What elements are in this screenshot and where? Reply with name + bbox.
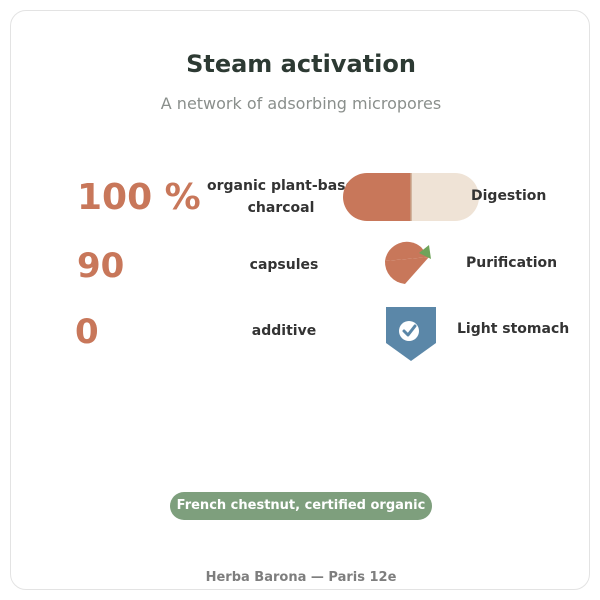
leaf-drop-icon: [384, 241, 431, 284]
stat-value-capsules: 90: [77, 246, 125, 286]
capsule-icon: [343, 173, 479, 221]
stat-label-additive: additive: [251, 323, 317, 339]
card-subtitle: A network of adsorbing micropores: [160, 94, 442, 113]
feature-light-stomach: Light stomach: [457, 321, 570, 337]
stat-value-charcoal: 100 %: [77, 177, 201, 218]
stat-label-charcoal: organic plant-base charcoal: [207, 178, 355, 216]
origin-badge: French chestnut, certified organic: [170, 492, 432, 520]
footer-brand: Herba Barona — Paris 12e: [205, 570, 397, 585]
feature-digestion: Digestion: [471, 188, 547, 204]
product-card: Steam activation A network of adsorbing …: [10, 10, 590, 590]
stat-label-capsules: capsules: [249, 257, 319, 273]
card-title: Steam activation: [186, 50, 416, 78]
feature-purification: Purification: [466, 255, 558, 271]
shield-check-icon: [386, 307, 436, 361]
stat-value-additive: 0: [75, 312, 99, 352]
